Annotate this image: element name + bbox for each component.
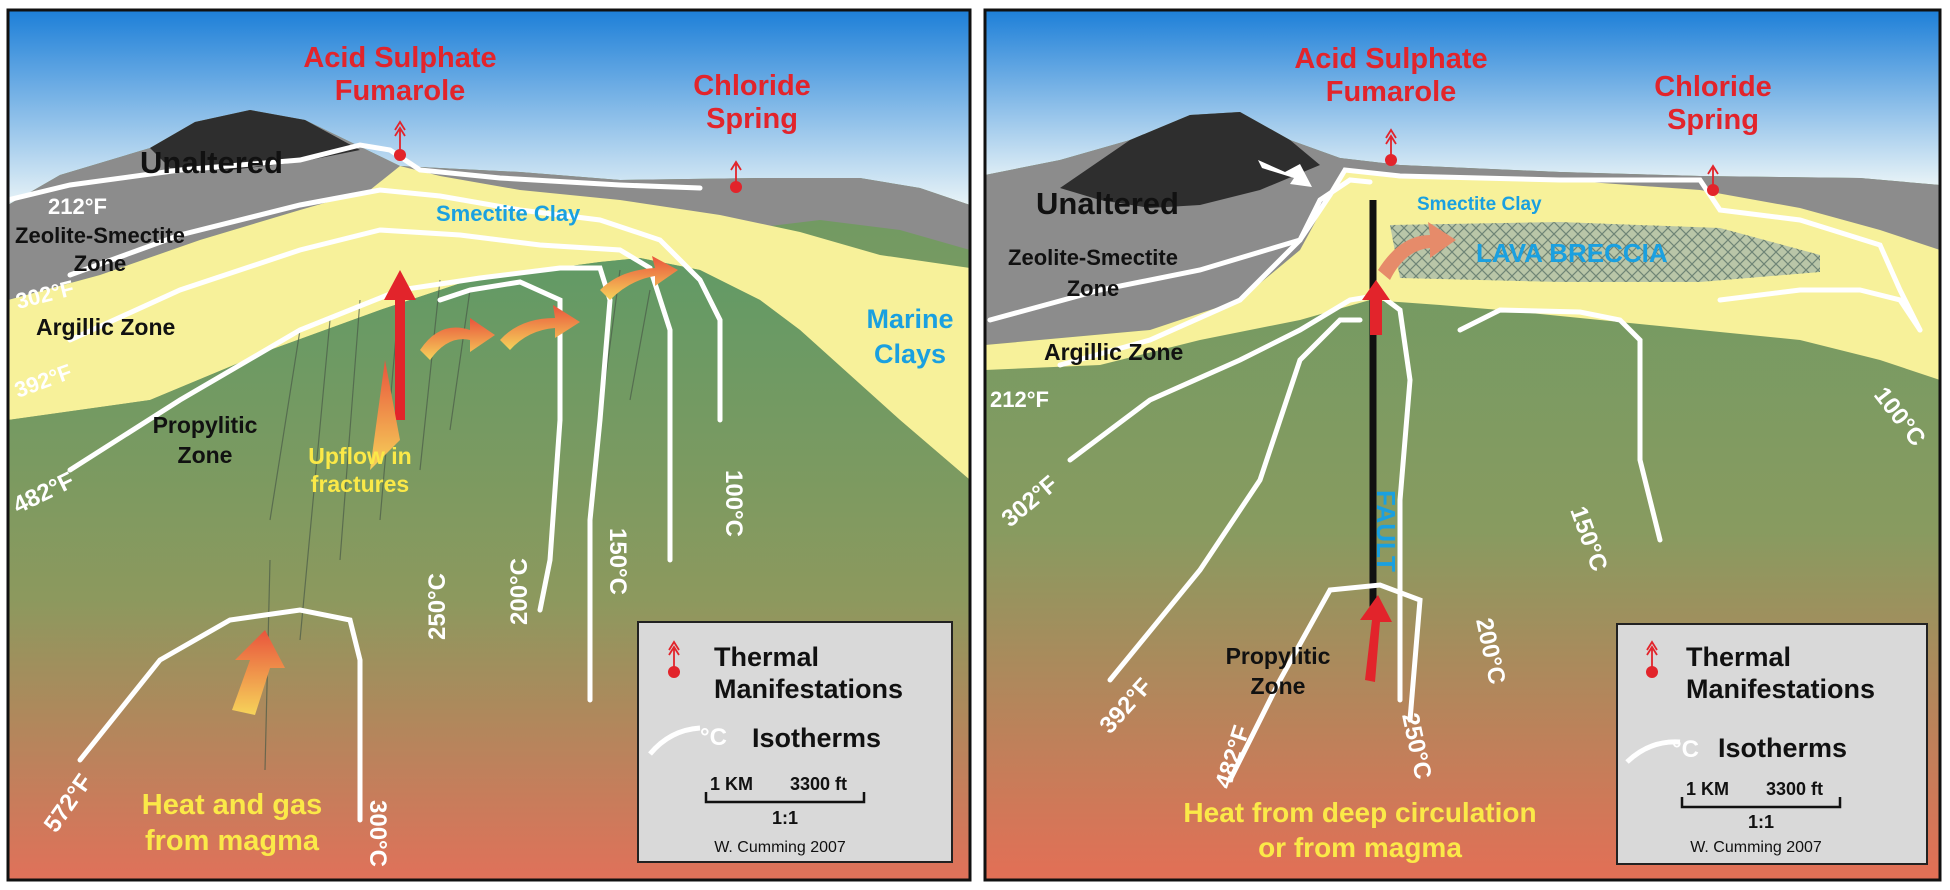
smectite-label-left: Smectite Clay (436, 201, 581, 226)
legend-thermal-left: Thermal (714, 642, 819, 672)
heat-arrow-left (232, 630, 285, 715)
heat-label-right: Heat from deep circulation (1183, 797, 1536, 828)
upflow-arrow-2 (420, 318, 495, 360)
breccia-flow-arrow (1378, 222, 1456, 280)
legend-credit-right: W. Cumming 2007 (1690, 839, 1822, 856)
isotherm-label-150-left: 150°C (604, 528, 631, 595)
isotherm-250 (437, 279, 563, 613)
unaltered-label-left: Unaltered (140, 145, 283, 180)
chloride-spring-label-left: Chloride (693, 70, 811, 102)
isotherm-label-250-left: 250°C (424, 573, 451, 640)
marine-clays-label: Marine (866, 304, 953, 334)
unaltered-label-right: Unaltered (1036, 186, 1179, 221)
legend-scale-ft-left: 3300 ft (790, 774, 847, 794)
isotherm-392 (67, 227, 673, 563)
isotherm-label-300-left: 300°C (364, 800, 391, 867)
isotherm-label-212-right: 212°F (990, 387, 1049, 412)
upflow-arrows (232, 256, 678, 715)
spring-marker-right (1707, 164, 1719, 196)
upflow-arrow-main (384, 270, 416, 420)
legend-unit-left: °C (700, 724, 727, 751)
legend-ratio-right: 1:1 (1748, 812, 1774, 832)
zeolite-label-left: Zeolite-Smectite (15, 223, 185, 248)
smectite-label-right: Smectite Clay (1417, 194, 1542, 215)
propylitic-label-right: Propylitic (1226, 643, 1331, 669)
upflow-arrow-3 (500, 305, 580, 350)
chloride-spring-label-right: Chloride (1654, 71, 1772, 103)
acid-fumarole-label-right: Acid Sulphate (1294, 43, 1487, 75)
sky (8, 10, 970, 205)
legend-ratio-left: 1:1 (772, 808, 798, 828)
isotherm-212 (8, 142, 703, 203)
fault-label: FAULT (1371, 490, 1401, 572)
propylitic-label-left: Propylitic (153, 412, 258, 438)
heat-label-left: Heat and gas (142, 789, 323, 821)
zeolite-label-right: Zeolite-Smectite (1008, 245, 1178, 270)
isotherm-label-100-left: 100°C (720, 470, 747, 537)
spring-marker-left (730, 160, 742, 193)
volcano (150, 110, 360, 170)
isotherm-572 (77, 607, 363, 823)
legend-unit-right: °C (1672, 736, 1699, 763)
legend-scale-km-right: 1 KM (1686, 779, 1729, 799)
fumarole-marker-right (1385, 128, 1397, 166)
legend-isotherms-right: Isotherms (1718, 733, 1847, 763)
legend-scale-ft-right: 3300 ft (1766, 779, 1823, 799)
legend-credit-left: W. Cumming 2007 (714, 839, 846, 856)
sky-right (985, 10, 1940, 185)
fumarole-marker-left (394, 120, 406, 161)
white-arrow-right (1258, 160, 1312, 187)
upflow-label: Upflow in (308, 443, 411, 469)
isotherm-label-212-left: 212°F (48, 194, 107, 219)
isotherm-lines (8, 142, 723, 823)
clay-cap (8, 166, 970, 480)
upflow-arrow-4 (600, 256, 678, 300)
argillic-label-right: Argillic Zone (1044, 339, 1183, 365)
lava-breccia-label: LAVA BRECCIA (1476, 238, 1668, 268)
lava-breccia (1390, 222, 1820, 282)
legend-scale-km-left: 1 KM (710, 774, 753, 794)
isotherm-482 (67, 265, 613, 703)
fault-upflow-arrow (1362, 280, 1390, 335)
legend-thermal-right: Thermal (1686, 642, 1791, 672)
volcano-right (1060, 112, 1320, 208)
isotherm-302 (67, 187, 723, 423)
argillic-label-left: Argillic Zone (36, 314, 175, 340)
acid-fumarole-label-left: Acid Sulphate (303, 42, 496, 74)
isotherm-label-200-left: 200°C (506, 558, 533, 625)
deep-upflow-arrow (1360, 595, 1392, 682)
legend-isotherms-left: Isotherms (752, 723, 881, 753)
